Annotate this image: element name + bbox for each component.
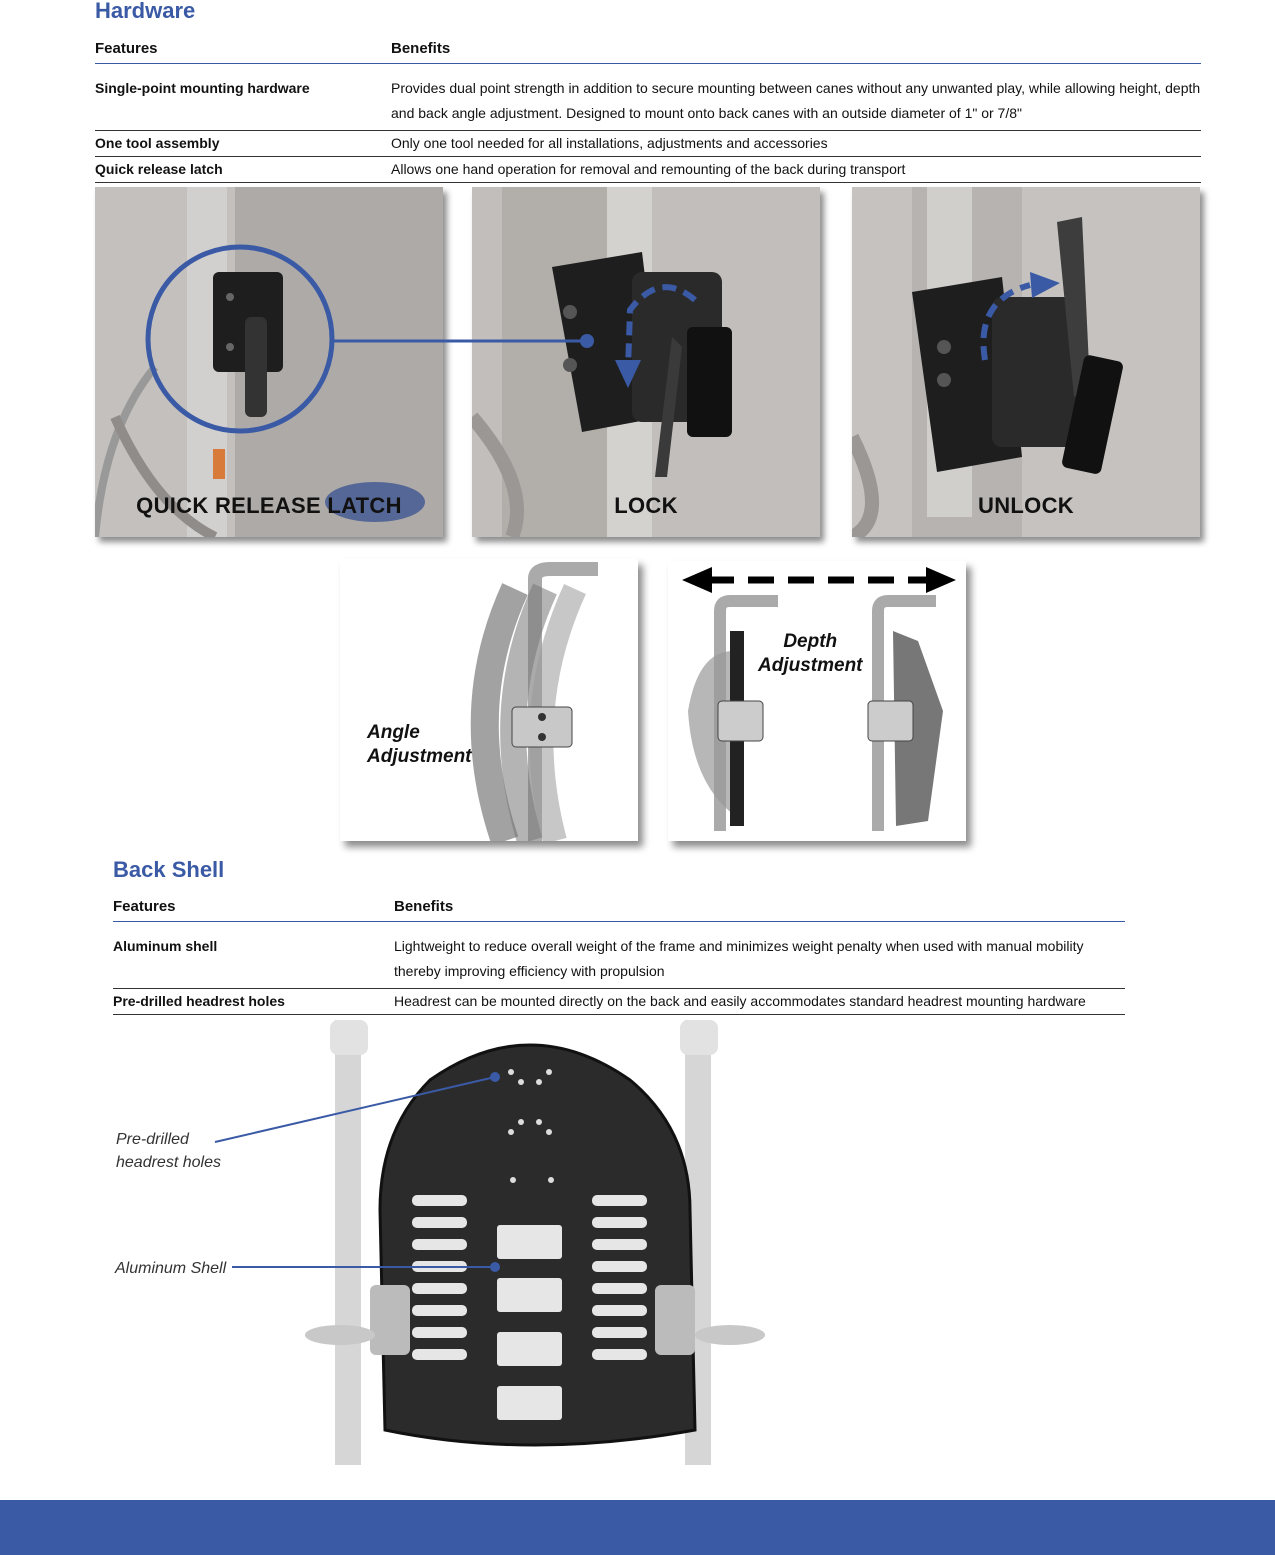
feature-cell: Pre-drilled headrest holes xyxy=(113,988,394,1015)
back-shell-callout-lines xyxy=(214,1072,500,1272)
features-header: Features xyxy=(113,898,394,922)
headrest-callout-line2: headrest holes xyxy=(116,1154,221,1171)
feature-cell: Aluminum shell xyxy=(113,930,394,989)
feature-cell: Single-point mounting hardware xyxy=(95,72,391,131)
headrest-callout-line1: Pre-drilled xyxy=(116,1131,189,1148)
depth-label-line2: Adjustment xyxy=(758,655,863,676)
benefit-cell: Allows one hand operation for removal an… xyxy=(391,156,1201,183)
latch-callout-dot xyxy=(580,334,594,348)
features-header: Features xyxy=(95,40,391,64)
lock-photo: LOCK xyxy=(472,187,820,537)
lock-arrow-path xyxy=(625,284,697,371)
unlock-arrow-path xyxy=(980,282,1031,361)
benefit-cell: Headrest can be mounted directly on the … xyxy=(394,988,1125,1015)
benefits-header: Benefits xyxy=(391,40,1201,64)
latch-overlay xyxy=(145,244,1060,434)
table-row: One tool assembly Only one tool needed f… xyxy=(95,130,1201,157)
feature-cell: One tool assembly xyxy=(95,130,391,157)
hardware-table: Features Benefits Single-point mounting … xyxy=(95,40,1201,183)
unlock-arrow-head xyxy=(1030,272,1060,298)
unlock-label: UNLOCK xyxy=(978,493,1074,518)
feature-cell: Quick release latch xyxy=(95,156,391,183)
headrest-callout-line xyxy=(214,1076,496,1143)
depth-adjustment-diagram: Depth Adjustment xyxy=(668,561,966,841)
benefit-cell: Provides dual point strength in addition… xyxy=(391,72,1201,131)
unlock-photo: UNLOCK xyxy=(852,187,1200,537)
depth-arrow-right xyxy=(926,567,956,593)
back-shell-illustration xyxy=(305,1020,765,1465)
hardware-heading: Hardware xyxy=(95,0,196,23)
benefits-header: Benefits xyxy=(394,898,1125,922)
back-shell-heading: Back Shell xyxy=(113,857,225,882)
unlock-illustration xyxy=(852,187,1200,537)
table-row: Single-point mounting hardware Provides … xyxy=(95,72,1201,131)
depth-arrow-left xyxy=(682,567,712,593)
lock-label: LOCK xyxy=(614,493,678,518)
aluminum-shell-callout: Aluminum Shell xyxy=(115,1260,227,1277)
benefit-cell: Lightweight to reduce overall weight of … xyxy=(394,930,1125,989)
table-row: Quick release latch Allows one hand oper… xyxy=(95,156,1201,183)
headrest-holes-callout: Pre-drilled headrest holes xyxy=(116,1128,221,1174)
angle-label-line2: Adjustment xyxy=(367,746,472,767)
lock-arrow-head xyxy=(615,360,641,388)
footer-bar xyxy=(0,1500,1275,1555)
back-shell-table: Features Benefits Aluminum shell Lightwe… xyxy=(113,898,1125,1015)
depth-adjustment-illustration xyxy=(682,567,956,831)
angle-adjustment-label: Angle Adjustment xyxy=(367,721,472,769)
angle-adjustment-diagram: Angle Adjustment xyxy=(340,559,638,841)
depth-adjustment-label: Depth Adjustment xyxy=(758,630,863,678)
shell-callout-dot xyxy=(490,1262,500,1272)
lock-illustration xyxy=(472,187,820,537)
angle-label-line1: Angle xyxy=(367,722,420,743)
benefit-cell: Only one tool needed for all installatio… xyxy=(391,130,1201,157)
quick-release-illustration xyxy=(95,187,443,537)
table-row: Aluminum shell Lightweight to reduce ove… xyxy=(113,930,1125,989)
headrest-callout-dot xyxy=(490,1072,500,1082)
table-row: Pre-drilled headrest holes Headrest can … xyxy=(113,988,1125,1015)
latch-callout-circle xyxy=(145,244,335,434)
depth-label-line1: Depth xyxy=(783,631,838,652)
quick-release-label: QUICK RELEASE LATCH xyxy=(136,493,402,518)
angle-adjustment-illustration xyxy=(470,562,598,841)
